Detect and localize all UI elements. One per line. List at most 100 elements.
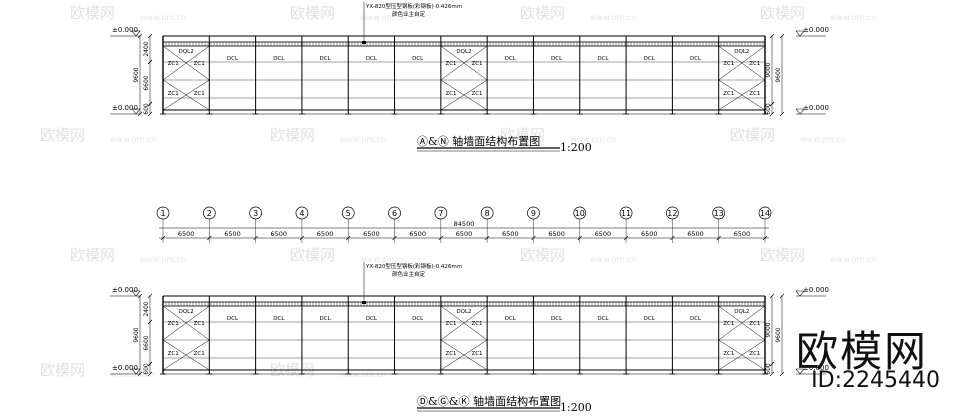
dim-text: 9600 [775, 67, 782, 82]
dim-text: 600 [765, 103, 772, 115]
dim-tick [623, 235, 629, 241]
dim-tick [762, 235, 768, 241]
level-marker [795, 290, 805, 297]
axis-label: 8 [485, 209, 490, 218]
bay-label: DCL [412, 316, 424, 322]
dim-tick [484, 235, 490, 241]
level-marker [131, 290, 141, 297]
bay-label: DCL [320, 56, 332, 62]
watermark-brand: 欧模网 [290, 246, 335, 264]
bay-label: DCL [273, 316, 285, 322]
axis-label: 4 [299, 209, 304, 218]
span-dim-text: 6500 [502, 230, 519, 238]
beam-label: DQL2 [179, 49, 194, 55]
span-dim-text: 6500 [687, 230, 704, 238]
watermark-site: www.om.cn [800, 135, 846, 144]
dim-tick [207, 235, 212, 241]
brace-label: ZC1 [749, 91, 760, 97]
bay-label: DCL [366, 316, 378, 322]
watermark-site: www.om.cn [110, 135, 156, 144]
drawing-scale: 1:200 [560, 401, 592, 414]
span-dim-text: 6500 [317, 230, 334, 238]
dim-tick [577, 235, 582, 241]
cladding-note: YX-820型压型钢板(彩钢板)-0.426mm [365, 262, 462, 270]
watermark-brand: 欧模网 [270, 126, 315, 144]
dim-text: 9000 [765, 62, 772, 77]
brace-line [162, 305, 210, 341]
dim-tick [531, 235, 536, 241]
dim-tick [137, 33, 143, 39]
brace-label: ZC1 [749, 321, 760, 327]
brace-line [718, 45, 766, 81]
dim-text: 2400 [143, 301, 150, 316]
brace-line [162, 45, 210, 81]
bay-label: DCL [597, 316, 609, 322]
beam-label: DQL2 [179, 309, 194, 315]
dim-tick [769, 33, 775, 39]
brace-line [718, 339, 766, 371]
brace-label: ZC1 [168, 91, 179, 97]
dim-text: 600 [143, 363, 150, 375]
watermark-site: www.om.cn [340, 370, 386, 379]
total-dim-text: 84500 [454, 220, 475, 228]
bay-label: DCL [551, 56, 563, 62]
axis-label: 5 [346, 209, 351, 218]
watermark-layer: 欧模网 www.om.cn 欧模网 www.om.cn 欧模网 www.om.cn 欧模网 w… [40, 4, 876, 379]
level-marker [795, 108, 805, 115]
watermark-brand: 欧模网 [70, 246, 115, 264]
brace-label: ZC1 [723, 61, 734, 67]
brace-label: ZC1 [168, 351, 179, 357]
dim-text: 9600 [133, 67, 140, 82]
watermark-brand: 欧模网 [730, 126, 775, 144]
bay-label: DCL [227, 316, 239, 322]
span-dim-text: 6500 [178, 230, 195, 238]
dim-tick [392, 235, 397, 241]
watermark-site: www.om.cn [570, 135, 616, 144]
axis-label: 10 [575, 209, 585, 218]
dim-text: 2400 [143, 41, 150, 56]
dim-text: 9600 [775, 327, 782, 342]
bay-label: DCL [644, 316, 656, 322]
watermark-site: www.om.cn [360, 255, 406, 264]
brace-label: ZC1 [194, 91, 205, 97]
dim-tick [147, 293, 153, 299]
brand-logo-text: 欧模网 [795, 327, 928, 376]
watermark-site: www.om.cn [110, 370, 156, 379]
bay-label: DCL [505, 56, 517, 62]
watermark-site: www.om.cn [360, 13, 406, 22]
dim-text: 9000 [765, 322, 772, 337]
dim-tick [147, 361, 153, 367]
bay-label: DCL [227, 56, 239, 62]
brace-label: ZC1 [749, 351, 760, 357]
axis-label: 7 [438, 209, 443, 218]
beam-label: DQL2 [734, 49, 749, 55]
dim-tick [769, 101, 775, 107]
brace-label: ZC1 [749, 61, 760, 67]
brace-line [440, 79, 488, 111]
dim-text: 6600 [143, 335, 150, 350]
eave-beam [162, 41, 766, 47]
dim-text: 9600 [133, 327, 140, 342]
beam-label: DQL2 [734, 309, 749, 315]
watermark-site: www.om.cn [830, 13, 876, 22]
brace-label: ZC1 [723, 321, 734, 327]
drawing-scale: 1:200 [560, 141, 592, 154]
level-marker [131, 30, 141, 37]
brace-label: ZC1 [445, 61, 456, 67]
axis-label: 3 [253, 209, 258, 218]
bay-label: DCL [551, 316, 563, 322]
dim-tick [769, 293, 775, 299]
dim-text: 6600 [143, 75, 150, 90]
bay-label: DCL [644, 56, 656, 62]
span-dim-text: 6500 [363, 230, 380, 238]
span-dim-text: 6500 [548, 230, 565, 238]
axis-label: 1 [160, 209, 165, 218]
axis-label: 9 [531, 209, 536, 218]
level-marker [795, 368, 805, 375]
watermark-brand: 欧模网 [40, 126, 85, 144]
brace-label: ZC1 [723, 351, 734, 357]
dim-tick [299, 235, 305, 241]
dim-tick [670, 235, 675, 241]
